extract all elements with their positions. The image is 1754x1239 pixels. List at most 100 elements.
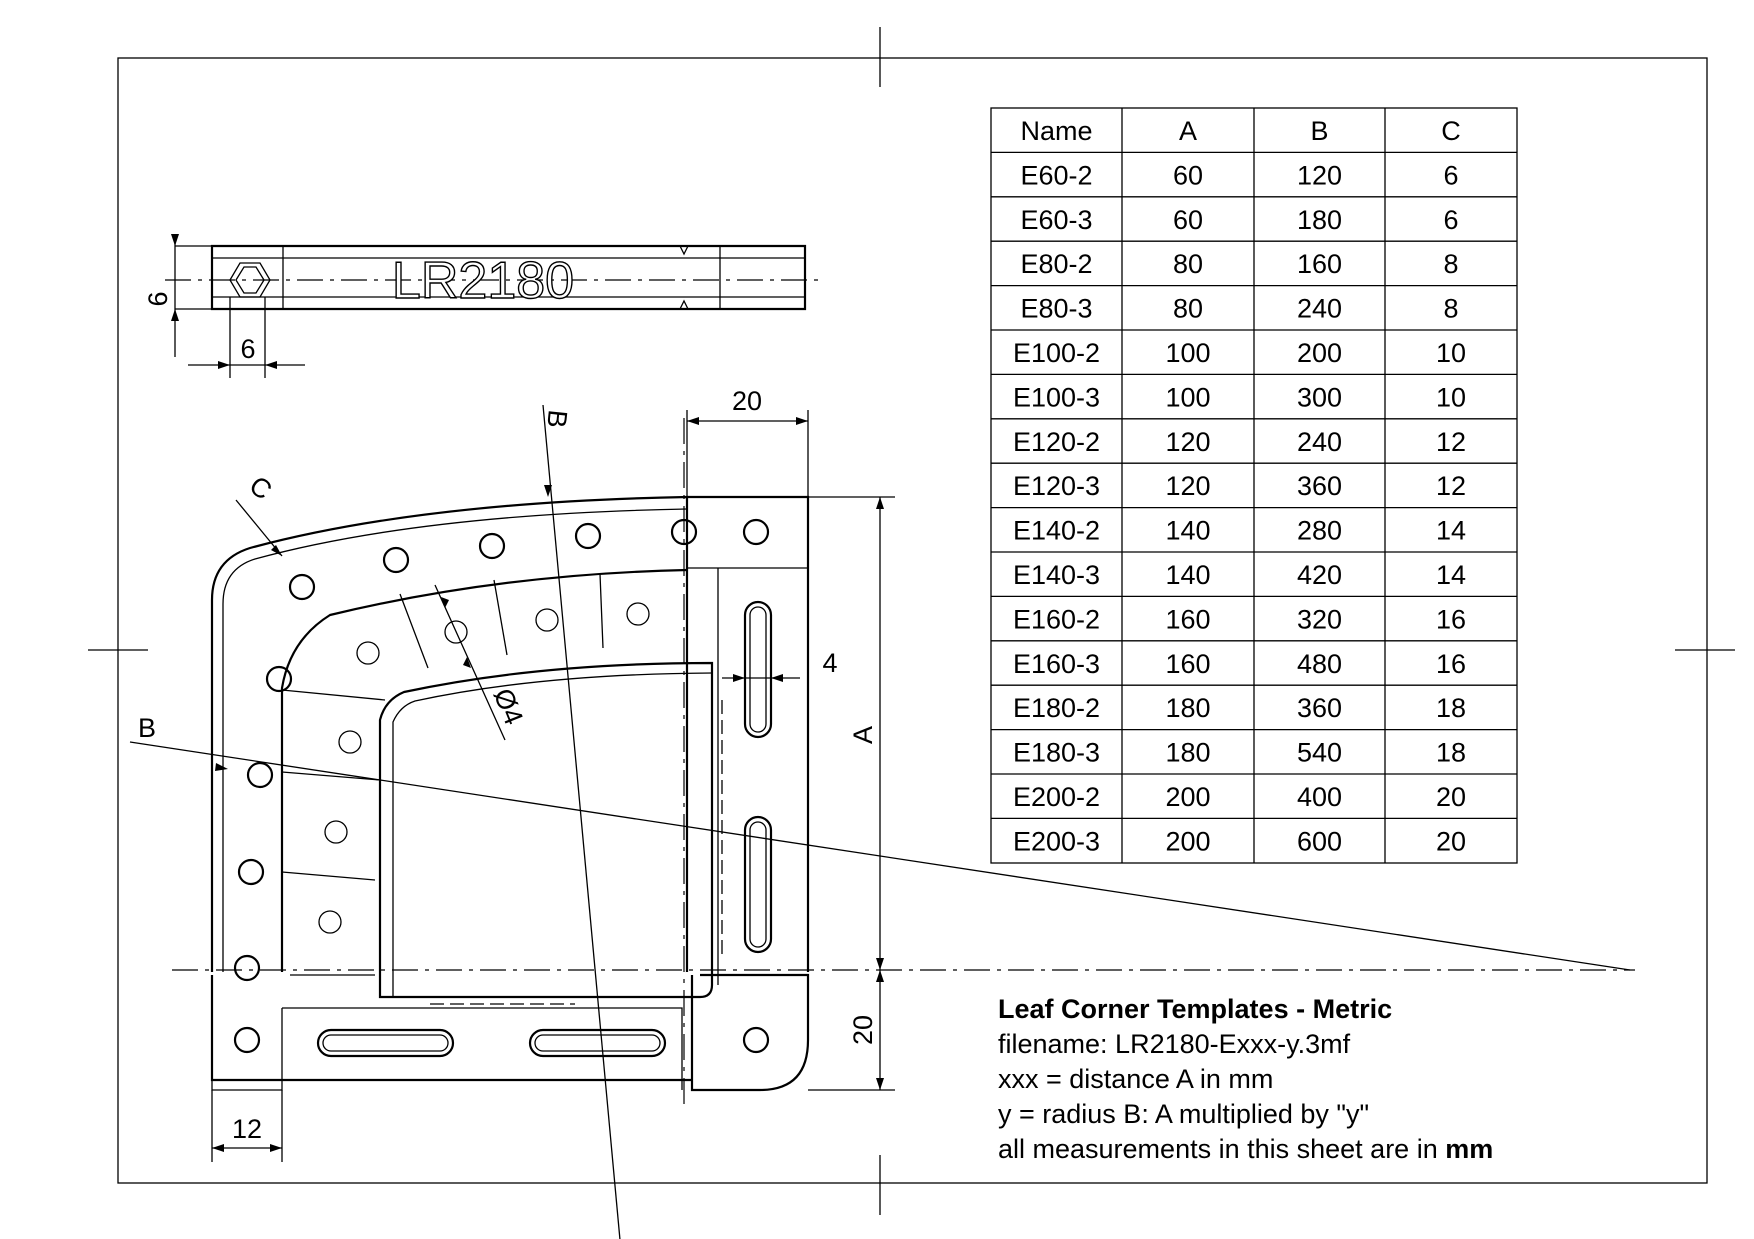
table-cell: 120 [1165, 427, 1210, 457]
table-cell: 240 [1297, 294, 1342, 324]
template-bottom-arm [210, 973, 810, 1092]
table-cell: 200 [1297, 338, 1342, 368]
slot-lower [743, 815, 773, 954]
table-cell: 60 [1173, 160, 1203, 190]
template-inner-window [378, 661, 714, 999]
table-cell: 10 [1436, 338, 1466, 368]
border-frame [117, 57, 1708, 1184]
table-header-cell: Name [1020, 116, 1092, 146]
table-cell: 320 [1297, 604, 1342, 634]
template-outer-outline [210, 495, 689, 972]
table-cell: 180 [1297, 205, 1342, 235]
table-cell: 12 [1436, 427, 1466, 457]
table-cell: 160 [1297, 249, 1342, 279]
table-cell: 60 [1173, 205, 1203, 235]
table-cell: E140-3 [1013, 560, 1100, 590]
dim-hole-diameter: Ø4 [488, 684, 529, 729]
table-cell: 360 [1297, 471, 1342, 501]
bar-notches [679, 245, 689, 310]
table-cell: 12 [1436, 471, 1466, 501]
corner-template-view: C B B Ø4 20 4 A 20 [129, 386, 1635, 1239]
table-cell: 420 [1297, 560, 1342, 590]
notes-units-mm: mm [1445, 1134, 1494, 1164]
table-cell: 16 [1436, 604, 1466, 634]
dim-radius-b-left: B [138, 713, 156, 743]
notes-units-text: all measurements in this sheet are in [998, 1134, 1446, 1164]
table-cell: 180 [1165, 738, 1210, 768]
dim-side-a: A [848, 726, 878, 744]
table-cell: 480 [1297, 649, 1342, 679]
table-cell: 240 [1297, 427, 1342, 457]
table-cell: 300 [1297, 382, 1342, 412]
leader-hole-dia [434, 584, 506, 741]
table-cell: 100 [1165, 382, 1210, 412]
table-cell: 360 [1297, 693, 1342, 723]
table-cell: 200 [1165, 826, 1210, 856]
bar-outline [210, 244, 807, 311]
notes-units: all measurements in this sheet are in mm [998, 1132, 1698, 1167]
table-header-cell: A [1179, 116, 1197, 146]
table-header-cell: C [1441, 116, 1461, 146]
table-cell: E80-2 [1020, 249, 1092, 279]
table-cell: 280 [1297, 516, 1342, 546]
table-header-cell: B [1310, 116, 1328, 146]
table-cell: 6 [1443, 205, 1458, 235]
template-inner-channel [280, 568, 688, 972]
table-cell: 20 [1436, 782, 1466, 812]
table-cell: 400 [1297, 782, 1342, 812]
table-cell: 80 [1173, 294, 1203, 324]
sheet-frame [88, 27, 1735, 1215]
table-cell: 8 [1443, 249, 1458, 279]
part-label-text: LR2180 [392, 252, 574, 310]
dim-radius-b-top: B [541, 408, 573, 429]
table-cell: 140 [1165, 516, 1210, 546]
table-cell: 540 [1297, 738, 1342, 768]
table-cell: 120 [1165, 471, 1210, 501]
table-cell: 20 [1436, 826, 1466, 856]
table-cell: E60-2 [1020, 160, 1092, 190]
table-cell: 8 [1443, 294, 1458, 324]
table-cell: E180-3 [1013, 738, 1100, 768]
table-cell: E80-3 [1020, 294, 1092, 324]
table-cell: 160 [1165, 604, 1210, 634]
table-cell: E140-2 [1013, 516, 1100, 546]
radius-line-b-top [542, 404, 621, 1239]
table-cell: E120-3 [1013, 471, 1100, 501]
slot-bottom-right [528, 1028, 667, 1058]
table-cell: 14 [1436, 516, 1466, 546]
notes-y: y = radius B: A multiplied by "y" [998, 1099, 1370, 1129]
slot-bottom-left [316, 1028, 455, 1058]
table-cell: 6 [1443, 160, 1458, 190]
bar-side-view: LR2180 6 6 [143, 234, 820, 378]
dim-hex-width: 6 [240, 334, 255, 364]
dim-bottom-height: 20 [848, 1015, 878, 1045]
notes-title: Leaf Corner Templates - Metric [998, 994, 1393, 1024]
table-cell: 14 [1436, 560, 1466, 590]
dim-corner-c: C [244, 470, 278, 506]
table-cell: 140 [1165, 560, 1210, 590]
table-cell: 600 [1297, 826, 1342, 856]
table-cell: E200-3 [1013, 826, 1100, 856]
notes-filename: filename: LR2180-Exxx-y.3mf [998, 1029, 1351, 1059]
drawing-notes: Leaf Corner Templates - Metric filename:… [998, 992, 1698, 1167]
slot-upper [743, 600, 773, 739]
table-cell: E160-3 [1013, 649, 1100, 679]
table-cell: 200 [1165, 782, 1210, 812]
table-cell: 100 [1165, 338, 1210, 368]
dim-bottom-width: 12 [232, 1114, 262, 1144]
notes-xxx: xxx = distance A in mm [998, 1064, 1274, 1094]
table-cell: 80 [1173, 249, 1203, 279]
table-cell: 10 [1436, 382, 1466, 412]
table-cell: 18 [1436, 738, 1466, 768]
mounting-holes [233, 518, 770, 1054]
table-cell: E60-3 [1020, 205, 1092, 235]
table-cell: 180 [1165, 693, 1210, 723]
table-cell: 160 [1165, 649, 1210, 679]
table-cell: E200-2 [1013, 782, 1100, 812]
table-cell: 18 [1436, 693, 1466, 723]
dim-bar-height: 6 [143, 291, 173, 306]
table-cell: 16 [1436, 649, 1466, 679]
table-cell: E160-2 [1013, 604, 1100, 634]
